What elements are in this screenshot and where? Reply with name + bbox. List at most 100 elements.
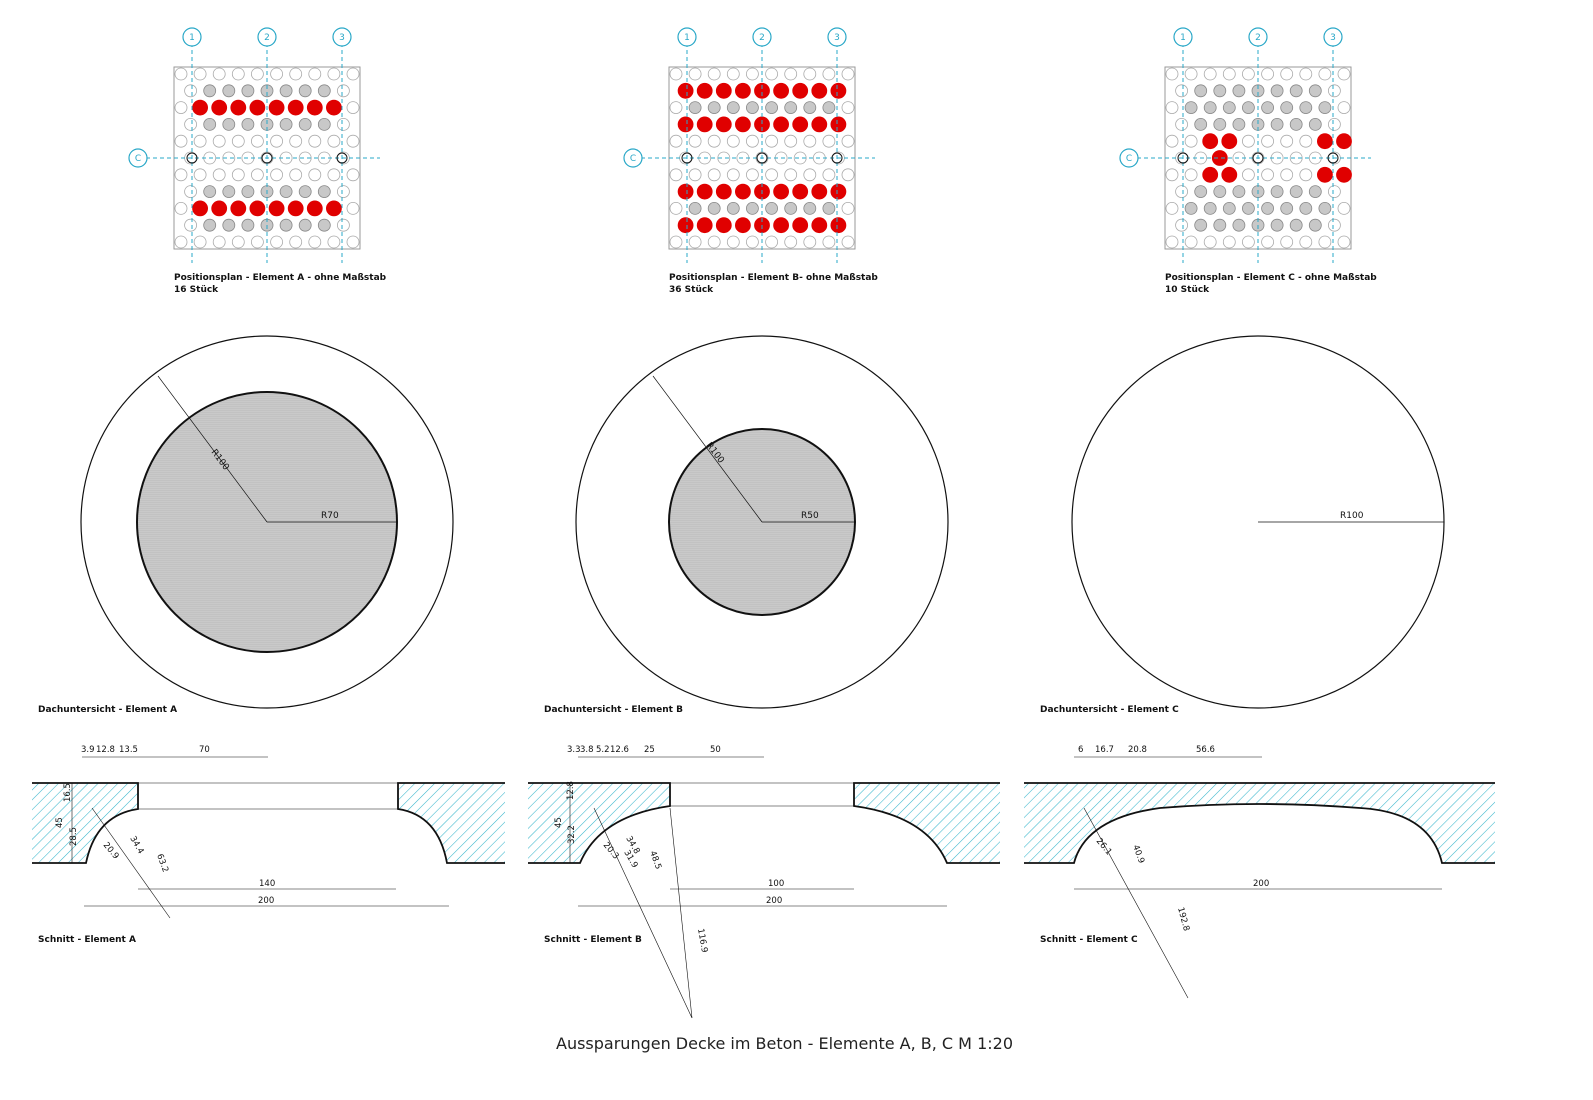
recess-cell: [298, 151, 312, 165]
recess-cell: [784, 101, 798, 114]
recess-cell: [308, 235, 322, 249]
recess-cell: [222, 185, 236, 199]
recess-cell: [1222, 201, 1236, 215]
recess-red: [677, 183, 694, 200]
recess-cell: [707, 101, 721, 114]
recess-cell: [1280, 201, 1294, 215]
recess-red: [1336, 133, 1352, 150]
recess-cell: [707, 201, 721, 215]
section-caption-a: Schnitt - Element A: [38, 935, 136, 945]
recess-cell: [279, 118, 293, 131]
axis-node: [261, 152, 273, 164]
recess-red: [306, 200, 323, 217]
axis-bubble-3: [827, 27, 847, 47]
diag-dim-c-2: 40.9: [1130, 844, 1146, 865]
top-dim-a-2: 12.8: [96, 745, 115, 755]
recess-cell: [279, 185, 293, 199]
axis-label-3: 3: [1330, 33, 1336, 43]
recess-cell: [1175, 118, 1188, 131]
recess-red: [1317, 166, 1333, 183]
recess-red: [677, 116, 694, 133]
recess-cell: [174, 235, 188, 249]
recess-cell: [1213, 118, 1227, 131]
recess-cell: [803, 201, 817, 215]
recess-red: [735, 82, 751, 99]
recess-cell: [346, 235, 360, 249]
top-dim-c-1: 6: [1078, 745, 1083, 755]
recess-cell: [1175, 185, 1188, 199]
recess-cell: [327, 134, 341, 148]
recess-cell: [1308, 185, 1322, 199]
roof-view-c: R100: [1071, 335, 1445, 709]
recess-cell: [822, 235, 836, 249]
recess-red: [773, 217, 789, 234]
recess-cell: [250, 134, 264, 148]
recess-cell: [1280, 134, 1294, 148]
recess-cell: [1175, 218, 1188, 232]
recess-cell: [669, 168, 683, 182]
recess-red: [811, 217, 828, 234]
recess-cell: [688, 134, 702, 148]
recess-cell: [688, 67, 702, 81]
plan-count-c: 10 Stück: [1165, 285, 1210, 295]
recess-cell: [346, 168, 360, 182]
recess-cell: [688, 101, 702, 114]
recess-cell: [746, 101, 759, 114]
recess-cell: [1308, 84, 1322, 98]
recess-cell: [726, 67, 740, 81]
recess-cell: [1318, 67, 1332, 81]
recess-cell: [184, 218, 198, 232]
radius-line-outer-b: [652, 375, 763, 523]
recess-red: [230, 99, 247, 116]
diag-dim-b-5: 116.9: [695, 928, 709, 954]
recess-cell: [765, 168, 778, 182]
axis-node: [831, 152, 843, 164]
recess-cell: [1289, 185, 1303, 199]
top-dim-a-4: 70: [199, 745, 210, 755]
view-caption-b: Dachuntersicht - Element B: [544, 705, 683, 715]
recess-cell: [1232, 84, 1246, 98]
recess-cell: [1328, 118, 1341, 131]
view-caption-c: Dachuntersicht - Element C: [1040, 705, 1179, 715]
recess-cell: [1270, 118, 1284, 131]
recess-cell: [222, 84, 236, 98]
recess-cell: [841, 235, 855, 249]
recess-cell: [1289, 84, 1303, 98]
recess-cell: [1232, 185, 1246, 199]
recess-cell: [336, 84, 350, 98]
recess-cell: [793, 151, 807, 165]
recess-cell: [1242, 101, 1255, 114]
recess-cell: [1328, 218, 1341, 232]
section-a: 3.9 12.8 13.5 70 16.5 45 28.5 20.9 34.4 …: [32, 745, 505, 919]
recess-cell: [1203, 101, 1217, 114]
recess-cell: [784, 168, 798, 182]
recess-red: [306, 99, 323, 116]
recess-red: [287, 200, 304, 217]
recess-cell: [193, 134, 207, 148]
recess-cell: [1242, 67, 1255, 81]
recess-cell: [1280, 168, 1294, 182]
plan-caption-c: Positionsplan - Element C - ohne Maßstab: [1165, 273, 1377, 283]
recess-red: [211, 99, 228, 116]
recess-red: [754, 82, 770, 99]
recess-red: [696, 116, 713, 133]
recess-red: [230, 200, 247, 217]
side-dim-b-1: 12.8: [566, 781, 576, 800]
top-dim-c-2: 16.7: [1095, 745, 1114, 755]
top-dim-a-3: 13.5: [119, 745, 138, 755]
recess-cell: [746, 67, 759, 81]
outer-circle-a: [80, 335, 454, 709]
diag-dim-a-3: 63.2: [154, 853, 170, 874]
axis-bubble-1: [677, 27, 697, 47]
recess-cell: [803, 67, 817, 81]
recess-cell: [1261, 235, 1274, 249]
recess-cell: [308, 67, 322, 81]
recess-cell: [308, 168, 322, 182]
top-dim-c-4: 56.6: [1196, 745, 1215, 755]
recess-cell: [1194, 118, 1208, 131]
recess-cell: [193, 168, 207, 182]
recess-cell: [1175, 84, 1188, 98]
recess-cell: [327, 67, 341, 81]
recess-cell: [346, 67, 360, 81]
